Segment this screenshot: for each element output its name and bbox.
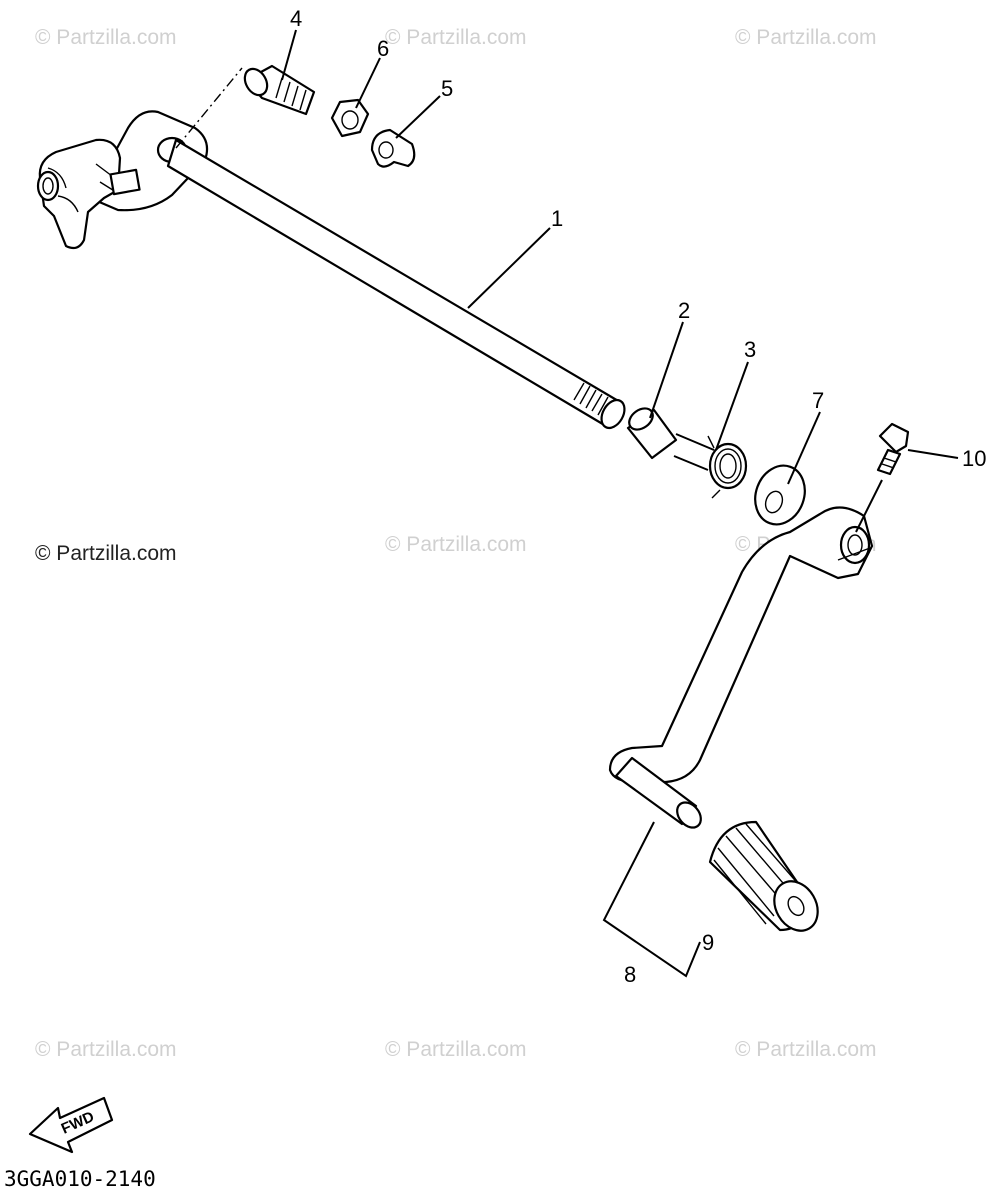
bolt-4 (243, 64, 316, 116)
callout-7: 7 (812, 388, 824, 413)
callout-3: 3 (744, 337, 756, 362)
spring-3 (673, 433, 748, 499)
watermark-top-right: © Partzilla.com (735, 26, 877, 49)
callout-4: 4 (290, 6, 302, 31)
shift-pedal-8 (608, 506, 874, 829)
bolt-10 (876, 422, 910, 476)
callout-8: 8 (624, 962, 636, 987)
lock-washer-5 (370, 128, 416, 168)
watermark-main: © Partzilla.com (35, 542, 177, 565)
callout-10: 10 (962, 446, 986, 471)
washer-7 (754, 464, 806, 526)
fwd-arrow: FWD (28, 1096, 114, 1154)
callout-5: 5 (441, 76, 453, 101)
diagram-code: 3GGA010-2140 (4, 1167, 156, 1191)
watermark-mid-center: © Partzilla.com (385, 533, 527, 556)
nut-6 (330, 98, 370, 138)
callout-1: 1 (551, 206, 563, 231)
callout-9: 9 (702, 930, 714, 955)
callout-6: 6 (377, 36, 389, 61)
watermark-bottom-left: © Partzilla.com (35, 1038, 177, 1061)
callout-2: 2 (678, 298, 690, 323)
pedal-rubber-9 (708, 820, 819, 932)
watermark-bottom-right: © Partzilla.com (735, 1038, 877, 1061)
watermark-bottom-center: © Partzilla.com (385, 1038, 527, 1061)
collar-2 (626, 407, 678, 460)
watermark-top-center: © Partzilla.com (385, 26, 527, 49)
shift-shaft (36, 67, 626, 430)
leader-lines (281, 29, 959, 978)
watermark-top-left: © Partzilla.com (35, 26, 177, 49)
